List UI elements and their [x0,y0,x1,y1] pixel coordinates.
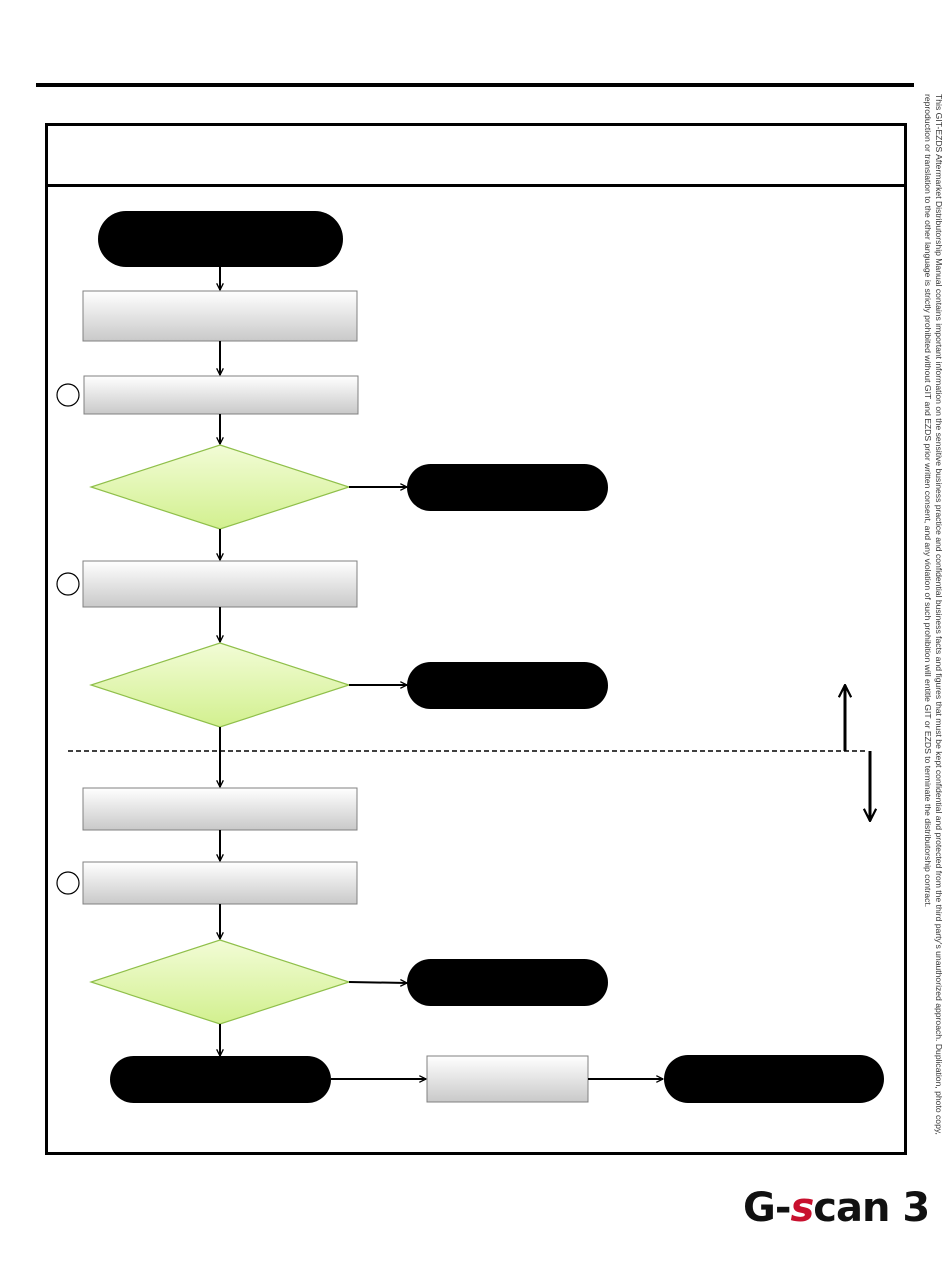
process-box-4 [82,787,358,831]
diagram-frame [45,123,907,1155]
process-box-3 [82,560,358,608]
logo-dash: - [774,1185,792,1231]
diagram-header [48,126,904,187]
notice-line-2: reproduction or translation to the other… [923,94,933,908]
connector [348,982,407,983]
result-terminal-2 [407,662,608,709]
confidentiality-notice: This GIT-EZDS Aftermarket Distributorshi… [918,94,944,1154]
top-rule [36,83,914,87]
end-terminal [110,1056,331,1103]
process-box-final [426,1055,589,1103]
result-terminal-1 [407,464,608,511]
decision-diamond-2 [89,642,351,728]
notice-line-1: This GIT-EZDS Aftermarket Distributorshi… [934,94,944,1135]
result-terminal-3 [407,959,608,1006]
process-box-1 [82,290,358,342]
step-marker-circle [56,383,80,407]
step-marker-circle [56,572,80,596]
logo-g: G [743,1185,776,1231]
logo-rest: can 3 [813,1185,930,1231]
logo-s: s [790,1185,814,1231]
process-box-2 [83,375,359,415]
process-box-5 [82,861,358,905]
gscan3-logo: G-scan 3 [743,1185,930,1231]
step-marker-circle [56,871,80,895]
start-terminal [98,211,343,267]
decision-diamond-3 [89,939,351,1025]
decision-diamond-1 [89,444,351,530]
result-terminal-final [664,1055,884,1103]
